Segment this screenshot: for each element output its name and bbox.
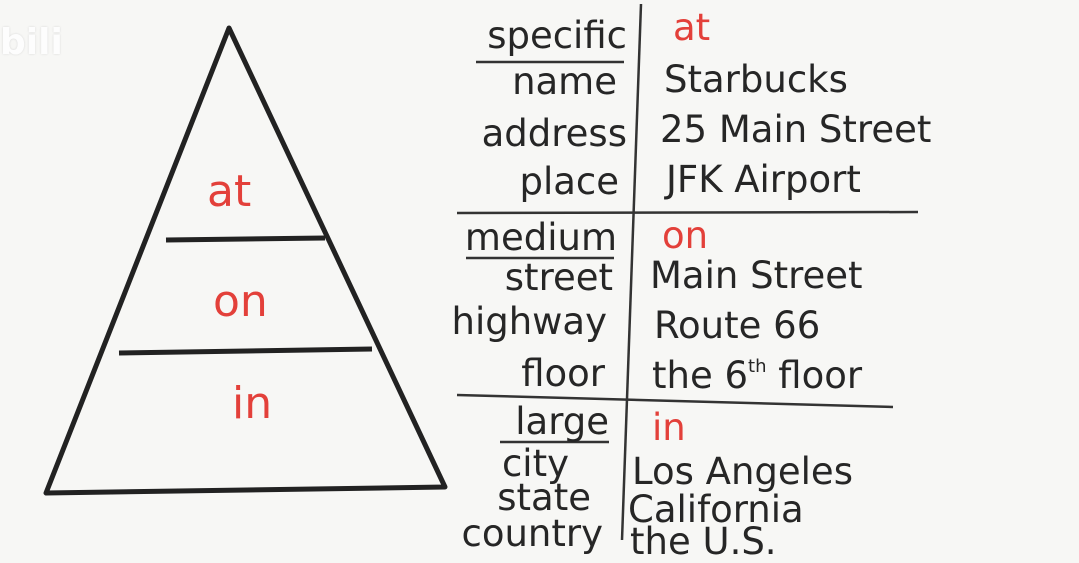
label-name: name [512, 60, 617, 103]
example-6th-floor: the 6th floor [652, 354, 862, 397]
example-6th-floor-prefix: the 6 [652, 354, 749, 397]
label-place: place [519, 160, 619, 203]
label-street: street [504, 256, 613, 299]
example-6th-floor-ordinal: th [748, 356, 767, 377]
preposition-on: on [662, 214, 709, 257]
pyramid-outline [43, 25, 448, 496]
table-section-rule-1 [456, 210, 919, 215]
label-state: state [497, 476, 591, 519]
example-6th-floor-suffix: floor [766, 354, 863, 397]
example-the-us: the U.S. [630, 520, 777, 563]
preposition-at: at [673, 6, 711, 49]
label-address: address [481, 112, 627, 155]
label-country: country [461, 512, 604, 555]
table-vertical-rule [620, 3, 643, 540]
example-starbucks: Starbucks [664, 58, 848, 101]
header-medium: medium [464, 216, 617, 259]
label-city: city [501, 442, 569, 485]
label-highway: highway [451, 300, 608, 343]
preposition-in: in [652, 406, 686, 449]
header-specific: specific [487, 14, 627, 57]
header-large: large [515, 400, 609, 443]
label-floor: floor [521, 352, 605, 395]
pyramid-divider-upper [165, 235, 326, 243]
pyramid-label-on: on [213, 276, 268, 327]
pyramid-diagram [43, 3, 919, 540]
example-route-66: Route 66 [654, 304, 821, 347]
whiteboard: bili at on in specific at name Starbucks… [0, 3, 932, 563]
example-jfk-airport: JFK Airport [666, 158, 861, 201]
bilibili-watermark: bili [0, 22, 63, 63]
pyramid-divider-lower [118, 346, 373, 356]
pyramid-label-at: at [207, 166, 252, 217]
example-25-main-street: 25 Main Street [660, 108, 932, 151]
example-main-street: Main Street [650, 254, 863, 297]
table-section-rule-2 [456, 393, 894, 409]
pyramid-label-in: in [232, 378, 273, 429]
example-california: California [628, 488, 804, 531]
example-los-angeles: Los Angeles [632, 450, 853, 493]
